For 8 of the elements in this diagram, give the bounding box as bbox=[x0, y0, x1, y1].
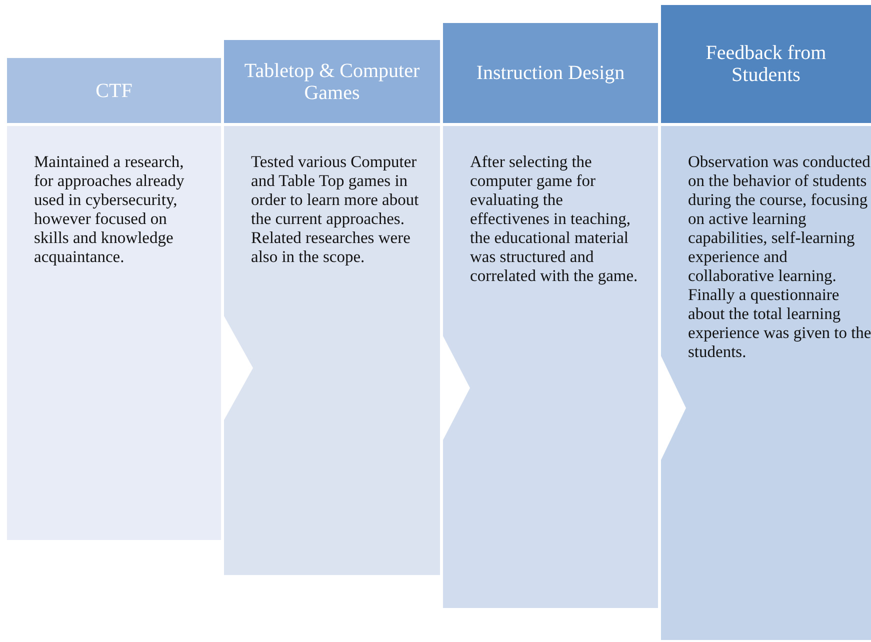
step-description: After selecting the computer game for evaluating the effectivenes in teaching, the educational material was structured and correlated with the game. bbox=[470, 152, 638, 285]
column-heading: Feedback from Students bbox=[704, 42, 828, 86]
column-heading: Instruction Design bbox=[476, 62, 625, 84]
column-heading: CTF bbox=[96, 80, 132, 102]
step-description: Observation was conducted on the behavior of students during the course, focusing on active learning capabilities, self-learning experience and collaborative learning. Finally a questionnaire about the total learning experience was given to the students. bbox=[688, 152, 871, 361]
step-description: Tested various Computer and Table Top games in order to learn more about the current approaches. Related researches were also in the scope. bbox=[251, 152, 419, 266]
column-heading: Tabletop & Computer Games bbox=[243, 60, 421, 104]
step-description: Maintained a research, for approaches already used in cybersecurity, however focused on skills and knowledge acquaintance. bbox=[34, 152, 186, 266]
